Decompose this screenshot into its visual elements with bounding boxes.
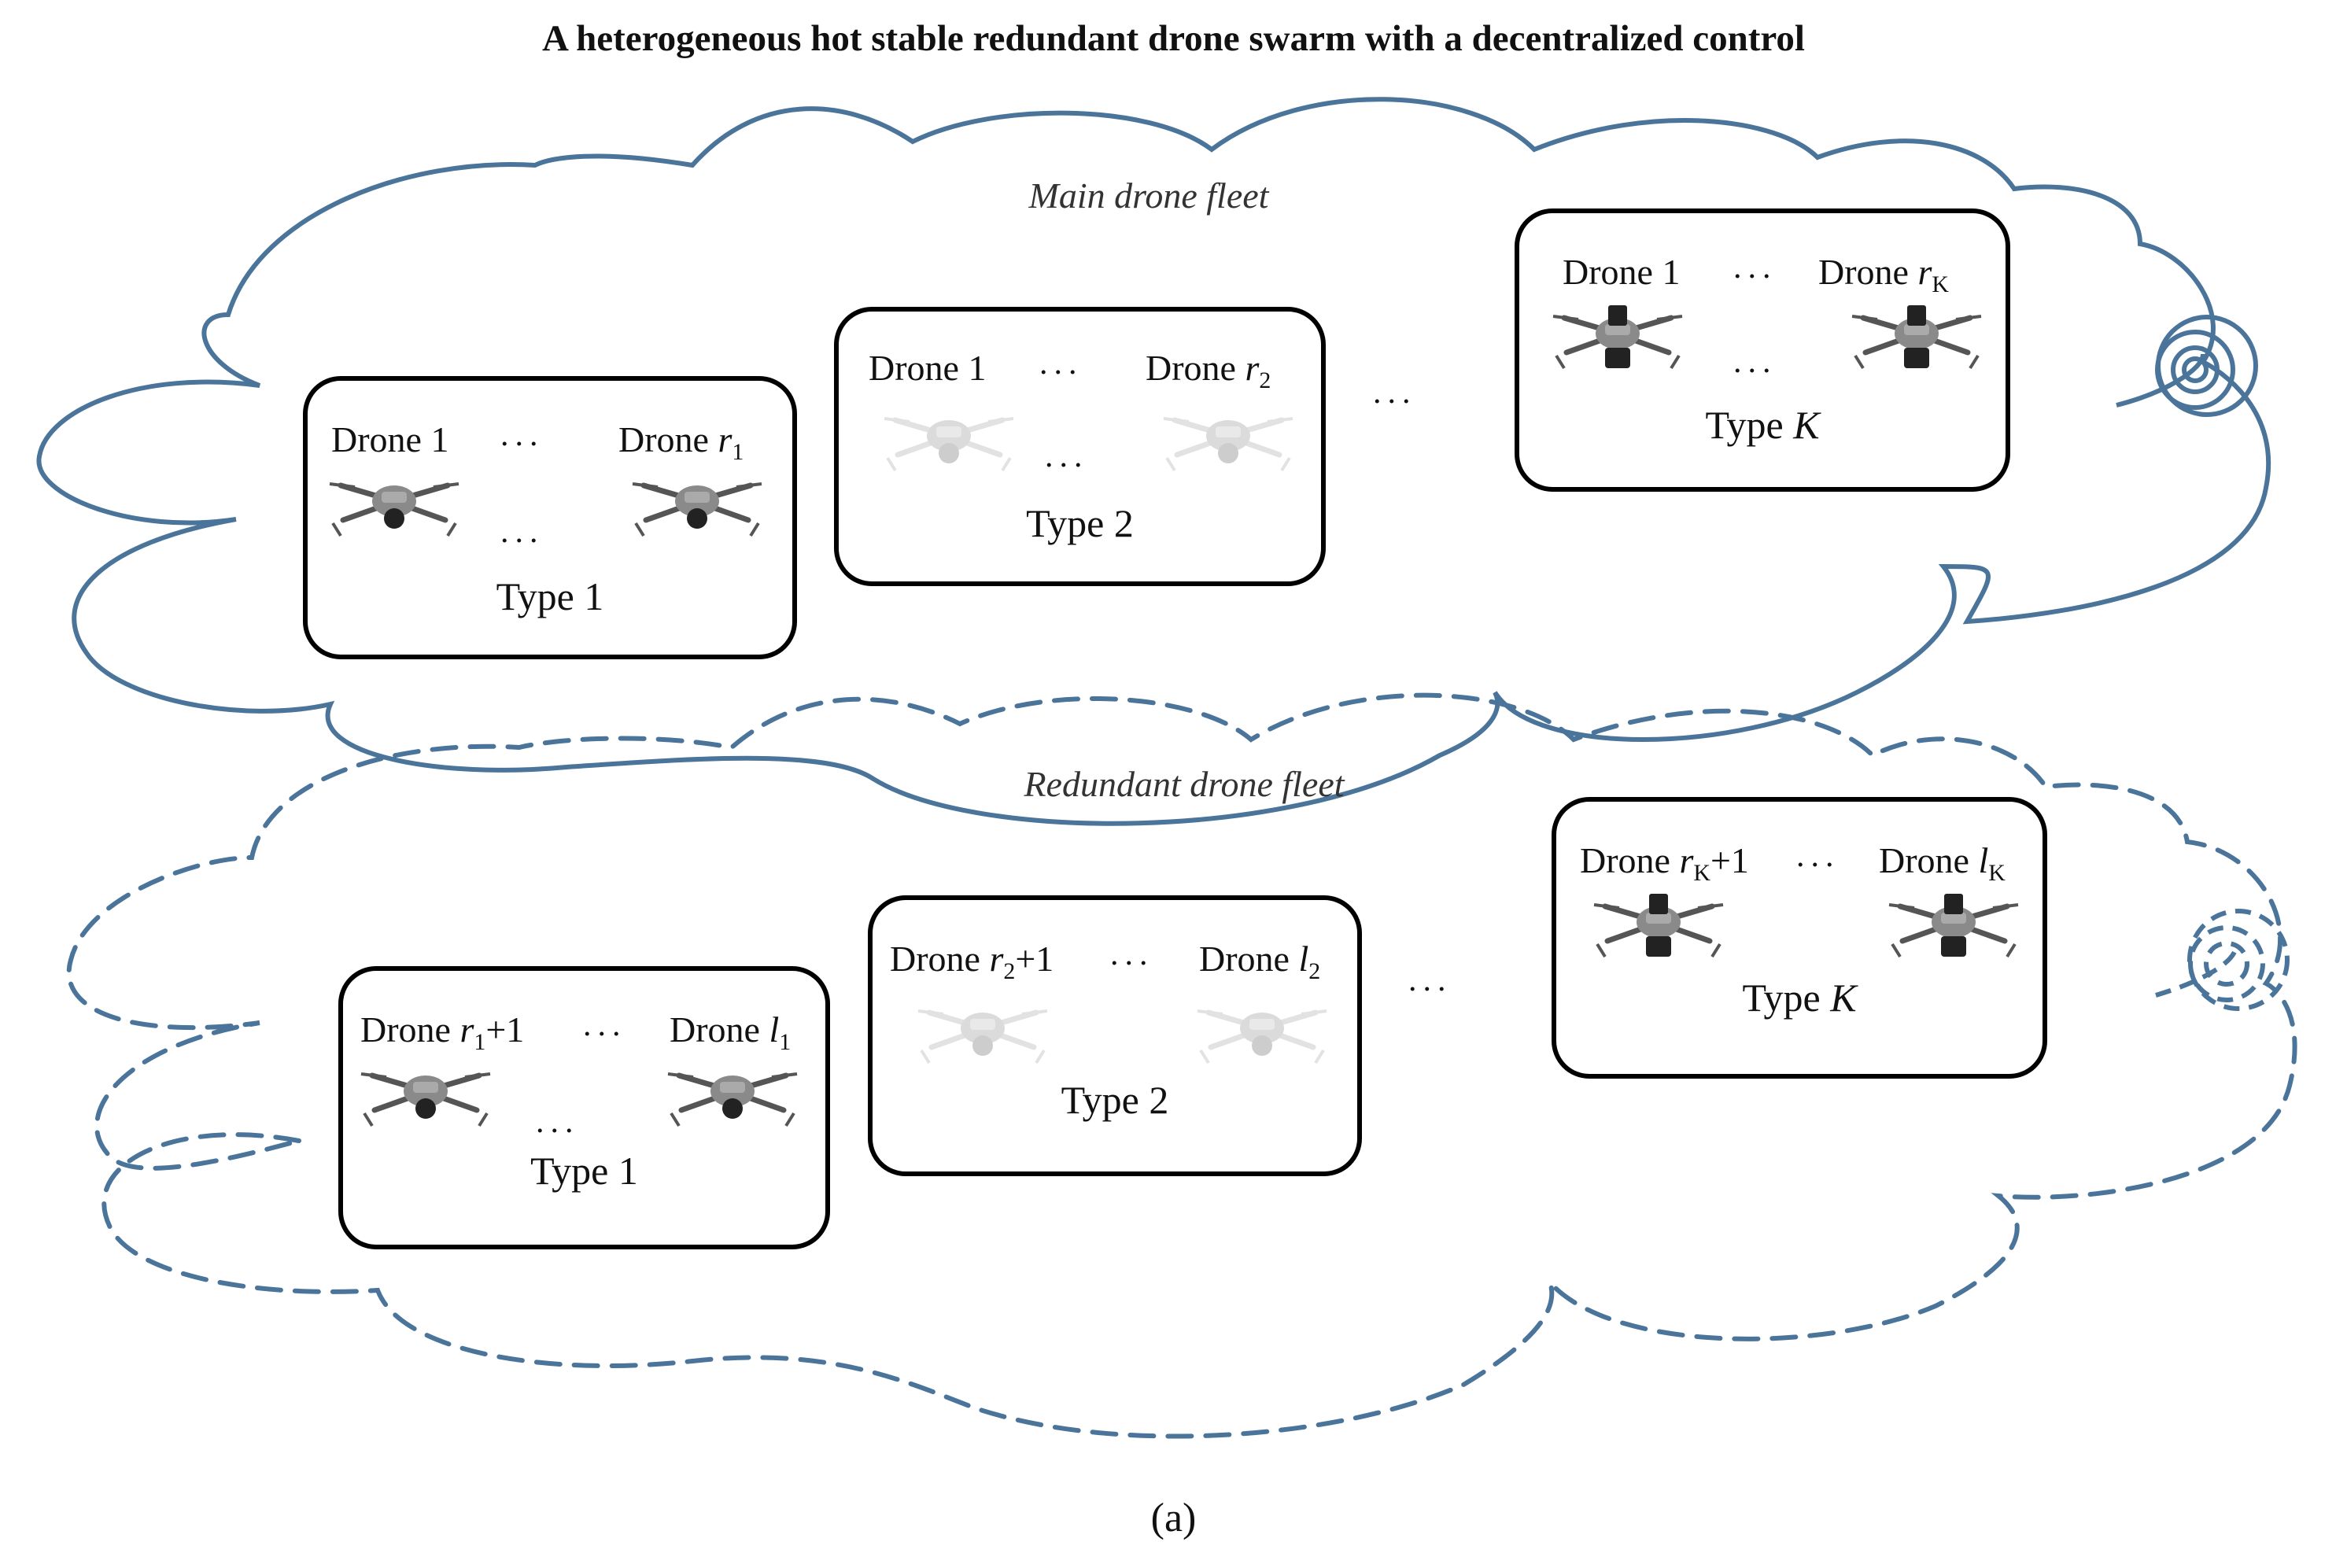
drone-icon-graphic	[1593, 894, 1724, 958]
drone-last-label: Drone lK	[1879, 840, 2006, 887]
type-label-var: K	[1793, 403, 1820, 447]
drone-last-label: Drone r1	[618, 419, 744, 466]
drone-last-label: Drone l1	[670, 1009, 792, 1056]
type-label-text: Type	[1705, 403, 1794, 447]
mid-dots: ...	[1733, 344, 1777, 380]
main-fleet-cloud	[36, 97, 2271, 826]
main-type-2-box: Drone 1 ... Drone r2 ... Type 2	[834, 307, 1326, 586]
mid-dots: ...	[536, 1104, 580, 1140]
inline-dots: ...	[583, 1007, 627, 1043]
inline-dots: ...	[1733, 249, 1777, 286]
drone-icon	[1846, 296, 1987, 378]
drone-icon	[878, 398, 1020, 481]
drone-icon	[1547, 296, 1688, 378]
drone-icon	[1883, 884, 2024, 967]
inline-dots: ...	[1110, 936, 1154, 972]
drone-icon-graphic	[1552, 305, 1683, 370]
main-fleet-label: Main drone fleet	[1028, 175, 1269, 216]
type-label: Type 1	[496, 574, 604, 618]
main-type-1-box: Drone 1 ... Drone r1 ... Type 1	[303, 376, 797, 659]
drone-first-label: Drone r1+1	[360, 1009, 525, 1056]
redundant-type-1-box: Drone r1+1 ... Drone l1 ... Type 1	[338, 966, 830, 1249]
drone-first-label: Drone 1	[869, 348, 987, 388]
redundant-fleet-cloud	[66, 692, 2297, 1439]
drone-icon-graphic	[632, 482, 762, 537]
type-label: Type K	[1519, 402, 2006, 448]
redundant-between-dots: ...	[1408, 962, 1452, 998]
drone-icon-graphic	[884, 417, 1014, 472]
type-label-text: Type	[1742, 976, 1831, 1020]
type-label: Type 2	[1026, 501, 1134, 545]
redundant-spiral-tail	[2155, 909, 2290, 1011]
type-label-var: K	[1830, 976, 1857, 1020]
drone-first-label: Drone 1	[1563, 252, 1681, 292]
drone-icon-graphic	[917, 1009, 1048, 1064]
mid-dots: ...	[500, 514, 544, 550]
main-spiral-tail	[2116, 315, 2258, 417]
main-between-dots: ...	[1373, 374, 1417, 411]
type-label: Type K	[1556, 975, 2043, 1020]
redundant-fleet-label: Redundant drone fleet	[1024, 764, 1345, 804]
drone-first-label: Drone 1	[331, 419, 449, 459]
drone-icon-graphic	[1851, 305, 1982, 370]
drone-icon	[662, 1053, 803, 1136]
inline-dots: ...	[500, 417, 544, 453]
drone-icon	[1191, 991, 1333, 1073]
drone-icon	[323, 463, 465, 546]
drone-icon-graphic	[1163, 417, 1293, 472]
drone-icon-graphic	[1197, 1009, 1327, 1064]
drone-icon	[355, 1053, 496, 1136]
redundant-type-2-box: Drone r2+1 ... Drone l2 Type 2	[868, 895, 1362, 1176]
diagram-title: A heterogeneous hot stable redundant dro…	[542, 18, 1805, 59]
redundant-type-K-box: Drone rK+1 ... Drone lK	[1552, 797, 2047, 1079]
figure-caption: (a)	[1150, 1496, 1197, 1540]
drone-last-label: Drone r2	[1146, 348, 1271, 394]
drone-icon-graphic	[1888, 894, 2019, 958]
type-label: Type 2	[1061, 1078, 1169, 1122]
inline-dots: ...	[1039, 345, 1083, 382]
drone-icon-graphic	[360, 1072, 491, 1127]
drone-icon	[626, 463, 768, 546]
type-label: Type 1	[530, 1149, 638, 1193]
mid-dots: ...	[1045, 438, 1089, 474]
drone-icon-graphic	[667, 1072, 798, 1127]
drone-icon-graphic	[329, 482, 459, 537]
drone-icon	[1588, 884, 1729, 967]
drone-last-label: Drone rK	[1818, 252, 1949, 298]
main-type-K-box: Drone 1 ... Drone rK ...	[1515, 208, 2010, 492]
drone-last-label: Drone l2	[1199, 939, 1321, 985]
drone-first-label: Drone r2+1	[890, 939, 1054, 985]
drone-icon	[912, 991, 1054, 1073]
inline-dots: ...	[1796, 838, 1840, 874]
drone-icon	[1157, 398, 1299, 481]
drone-first-label: Drone rK+1	[1580, 840, 1749, 887]
